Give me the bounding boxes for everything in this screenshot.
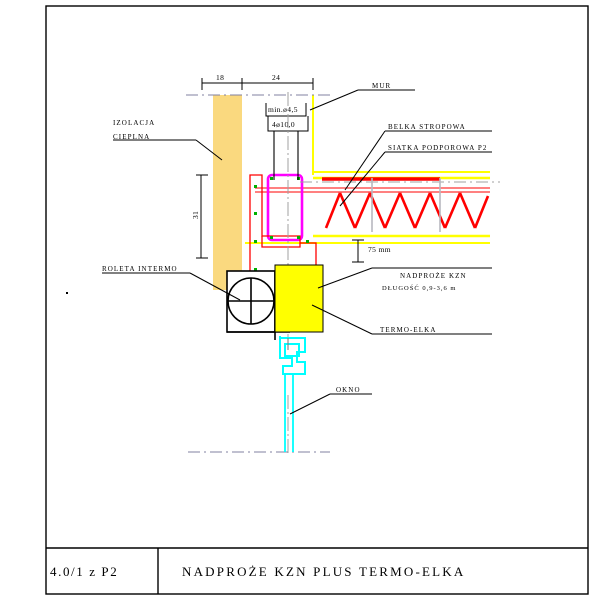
field-dot-mark — [66, 292, 68, 294]
lintel-base-outline — [261, 236, 301, 248]
lattice-truss-web — [324, 192, 490, 229]
leader-wall-line — [309, 89, 359, 111]
leader-shutter-line — [189, 272, 241, 301]
rebar-bottom-label: 4ø10,0 — [272, 120, 295, 129]
rebar-top-label: min.ø4,5 — [268, 105, 298, 114]
dimension-bearing-depth: 75 mm — [368, 245, 391, 254]
label-termo-elka: TERMO-ELKA — [380, 326, 437, 334]
thermal-insulation-layer — [213, 95, 242, 290]
dimension-wall-width: 24 — [272, 73, 280, 82]
window-frame-profile — [279, 336, 306, 375]
label-lintel-length: DŁUGOŚĆ 0,9-3,6 m — [382, 284, 456, 292]
leader-termoelka-line — [311, 304, 373, 335]
label-window: OKNO — [336, 386, 361, 394]
title-block-code: 4.0/1 z P2 — [50, 564, 118, 579]
leader-insulation-line — [195, 139, 223, 161]
kzn-lintel-section — [266, 173, 304, 242]
termo-elka-block — [274, 264, 324, 333]
label-insulation-line2: CIEPLNA — [113, 133, 150, 141]
dimension-insulation-width: 18 — [216, 73, 224, 82]
label-insulation-line1: IZOLACJA — [113, 119, 155, 127]
leader-beam-line — [344, 130, 386, 191]
label-lintel-name: NADPROŻE KZN — [400, 272, 467, 280]
leader-lintel-line — [317, 267, 373, 289]
leader-window-line — [289, 393, 331, 415]
sheet-border — [45, 5, 589, 595]
rebar-top-callout-box — [265, 103, 307, 117]
label-roller-shutter: ROLETA INTERMO — [102, 265, 178, 273]
leader-mesh-line — [339, 151, 386, 207]
label-ceiling-beam: BELKA STROPOWA — [388, 123, 466, 131]
title-block-title: NADPROŻE KZN PLUS TERMO-ELKA — [182, 564, 465, 579]
label-wall: MUR — [372, 82, 391, 90]
dimension-lintel-height: 31 — [191, 211, 200, 219]
label-support-mesh: SIATKA PODPOROWA P2 — [388, 144, 487, 152]
